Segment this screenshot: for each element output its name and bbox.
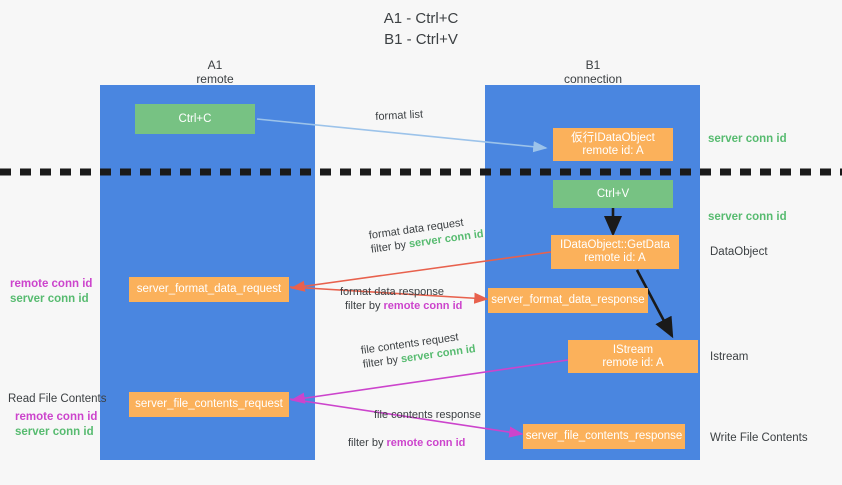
label-format-data-response: format data response filter by remote co… [340, 285, 462, 313]
right-label-dataobject: DataObject [710, 245, 768, 260]
box-istream-line2: remote id: A [602, 356, 664, 369]
box-ctrl-v[interactable]: Ctrl+V [553, 180, 673, 208]
right-label-server-conn-id-mid-text: server conn id [708, 211, 787, 223]
filter-prefix-4: filter by [348, 437, 387, 449]
right-label-write-file-contents: Write File Contents [710, 431, 808, 446]
column-header-b1: B1 connection [518, 58, 668, 86]
left-label-conn-ids-upper: remote conn id server conn id [10, 277, 92, 307]
label-file-contents-response-filter: filter by remote conn id [348, 422, 481, 450]
right-label-istream: Istream [710, 350, 748, 365]
column-header-a1: A1 remote [140, 58, 290, 86]
title-line-1: A1 - Ctrl+C [383, 10, 459, 27]
left-remote-conn-id-upper: remote conn id [10, 278, 93, 290]
box-idataobject-getdata-line2: remote id: A [584, 252, 646, 264]
label-file-contents-response-text: file contents response [374, 409, 482, 421]
column-a1-name: A1 [207, 58, 223, 72]
right-label-server-conn-id-mid: server conn id [708, 210, 787, 225]
right-label-istream-text: Istream [710, 351, 749, 363]
box-idataobject-getdata-line1: IDataObject::GetData [560, 239, 670, 251]
label-format-data-request: format data request filter by server con… [368, 213, 485, 257]
box-istream-line1: IStream [612, 343, 654, 356]
page-title: A1 - Ctrl+C B1 - Ctrl+V [0, 8, 842, 50]
box-server-format-data-request[interactable]: server_format_data_request [129, 277, 289, 302]
right-label-server-conn-id-top-text: server conn id [708, 133, 787, 145]
label-file-contents-response: file contents response filter by remote … [348, 408, 481, 450]
filter-value-4: remote conn id [386, 437, 466, 449]
box-server-file-contents-request-label: server_file_contents_request [135, 398, 283, 410]
box-server-file-contents-response-label: server_file_contents_response [525, 430, 683, 442]
box-server-format-data-response[interactable]: server_format_data_response [488, 288, 648, 313]
box-ctrl-c-line1: Ctrl+C [178, 112, 212, 125]
box-idataobject-remote[interactable]: 仮行IDataObject remote id: A [553, 128, 673, 161]
column-b1-name: B1 [585, 58, 601, 72]
left-label-read-file-contents-group: Read File Contents remote conn id server… [8, 392, 106, 440]
left-server-conn-id-upper: server conn id [10, 293, 89, 305]
right-label-server-conn-id-top: server conn id [708, 132, 787, 147]
box-server-format-data-response-label: server_format_data_response [491, 294, 645, 306]
column-a1-sub: remote [196, 72, 234, 86]
filter-prefix-1: filter by [370, 238, 410, 256]
right-label-dataobject-text: DataObject [710, 246, 768, 258]
column-b1-sub: connection [563, 72, 623, 86]
left-read-file-contents: Read File Contents [8, 393, 107, 405]
left-remote-conn-id-lower: remote conn id [15, 411, 98, 423]
label-file-contents-request: file contents request filter by server c… [360, 328, 477, 372]
box-server-file-contents-response[interactable]: server_file_contents_response [523, 424, 685, 449]
right-label-write-file-contents-text: Write File Contents [710, 432, 808, 444]
box-idataobject-getdata[interactable]: IDataObject::GetData remote id: A [551, 235, 679, 269]
box-idataobject-remote-line1: 仮行IDataObject [571, 131, 655, 144]
box-idataobject-remote-line2: remote id: A [582, 144, 644, 157]
label-format-list: format list [375, 108, 423, 124]
left-server-conn-id-lower: server conn id [15, 426, 94, 438]
label-format-data-response-text: format data response [340, 286, 444, 298]
box-server-format-data-request-label: server_format_data_request [136, 283, 282, 295]
title-line-2: B1 - Ctrl+V [384, 31, 458, 48]
filter-prefix-2: filter by [345, 300, 384, 312]
filter-prefix-3: filter by [362, 353, 402, 371]
box-ctrl-v-line1: Ctrl+V [596, 187, 630, 200]
filter-value-2: remote conn id [383, 300, 463, 312]
box-server-file-contents-request[interactable]: server_file_contents_request [129, 392, 289, 417]
box-istream[interactable]: IStream remote id: A [568, 340, 698, 373]
label-format-list-text: format list [375, 108, 424, 123]
box-ctrl-c[interactable]: Ctrl+C [135, 104, 255, 134]
label-format-data-response-filter: filter by remote conn id [340, 299, 462, 313]
